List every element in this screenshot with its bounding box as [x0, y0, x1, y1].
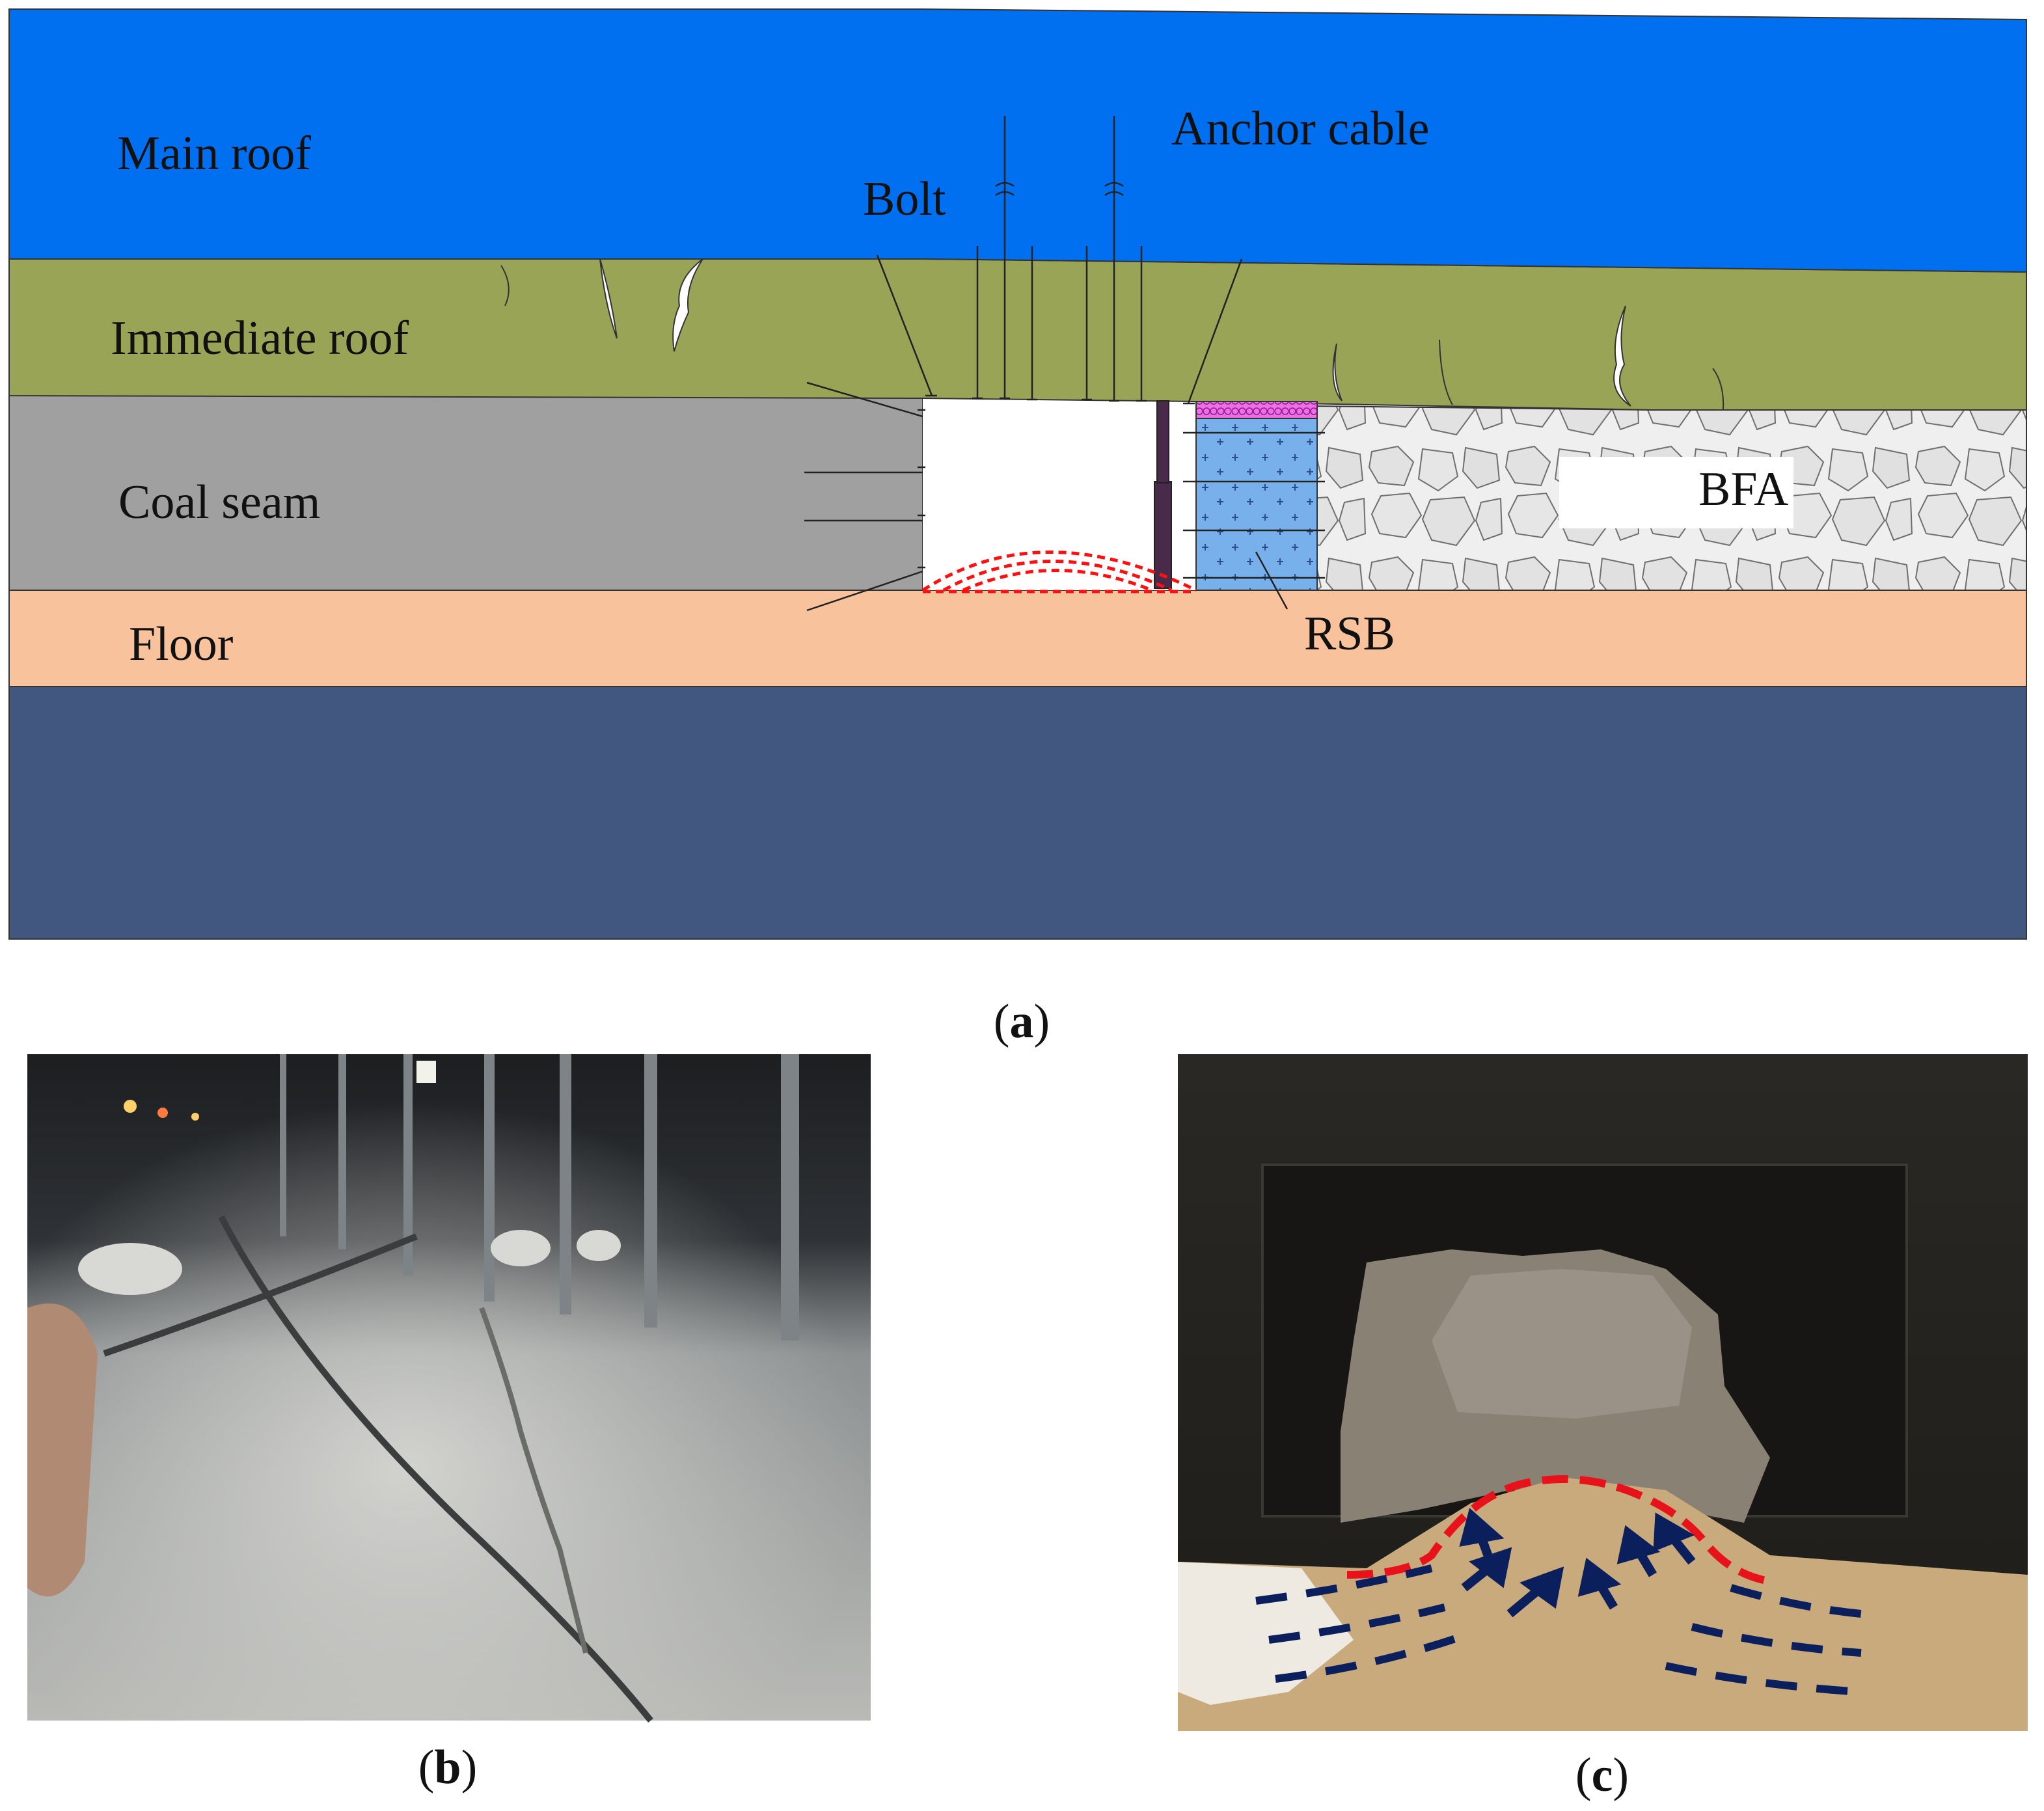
photo-b-bags [78, 1230, 621, 1295]
photo-c-white-area [1178, 1562, 1354, 1705]
base-stratum [8, 686, 2027, 940]
anchor-cable-label: Anchor cable [1171, 102, 1430, 156]
rsb-body [1195, 418, 1318, 591]
caption-c: (c) [1575, 1749, 1629, 1802]
caption-a: (a) [994, 995, 1050, 1048]
floor-label: Floor [129, 618, 233, 671]
floor-layer [8, 590, 2027, 687]
floor-heave-curves [921, 551, 1197, 593]
callout-leaders [1255, 551, 1288, 610]
photo-c-strata-lines [1255, 1564, 1862, 1696]
photo-c-sand [1178, 1477, 2028, 1731]
photo-b-lamps [124, 1061, 436, 1121]
main-roof-label: Main roof [117, 127, 311, 180]
photo-c-cavity [1432, 1269, 1692, 1419]
photo-c-boundary [1346, 1475, 1771, 1585]
immediate-roof-label: Immediate roof [111, 312, 409, 365]
roof-bolts [876, 246, 1243, 405]
rsb-label: RSB [1304, 607, 1395, 660]
photo-b-pipe [27, 1303, 98, 1597]
caption-b: (b) [418, 1741, 477, 1794]
bfa-label: BFA [1698, 463, 1788, 516]
bfa-label-patch [1559, 457, 1793, 528]
bolt-label: Bolt [863, 172, 946, 226]
photo-b-cables [103, 1215, 653, 1723]
hydraulic-prop [1154, 400, 1172, 589]
rsb-cap [1195, 401, 1318, 419]
panel-c-photo [1178, 1054, 2028, 1731]
panel-a-cross-section: Main roof Immediate roof Coal seam Floor… [8, 8, 2027, 940]
roof-cracks [599, 258, 1631, 407]
rsb-bolts [1183, 431, 1325, 579]
coal-seam-label: Coal seam [118, 476, 320, 529]
photo-c-arrows [1459, 1508, 1696, 1618]
photo-b-floor-crack [479, 1307, 588, 1654]
main-roof-layer [8, 8, 2027, 273]
roof-fissure-lines [500, 265, 1724, 411]
roadway-opening [923, 398, 1196, 590]
coal-seam-layer [8, 395, 923, 591]
rib-bolts [804, 381, 925, 612]
panel-b-photo [27, 1054, 871, 1723]
photo-b-props [280, 1054, 799, 1341]
anchor-cables [995, 116, 1124, 402]
